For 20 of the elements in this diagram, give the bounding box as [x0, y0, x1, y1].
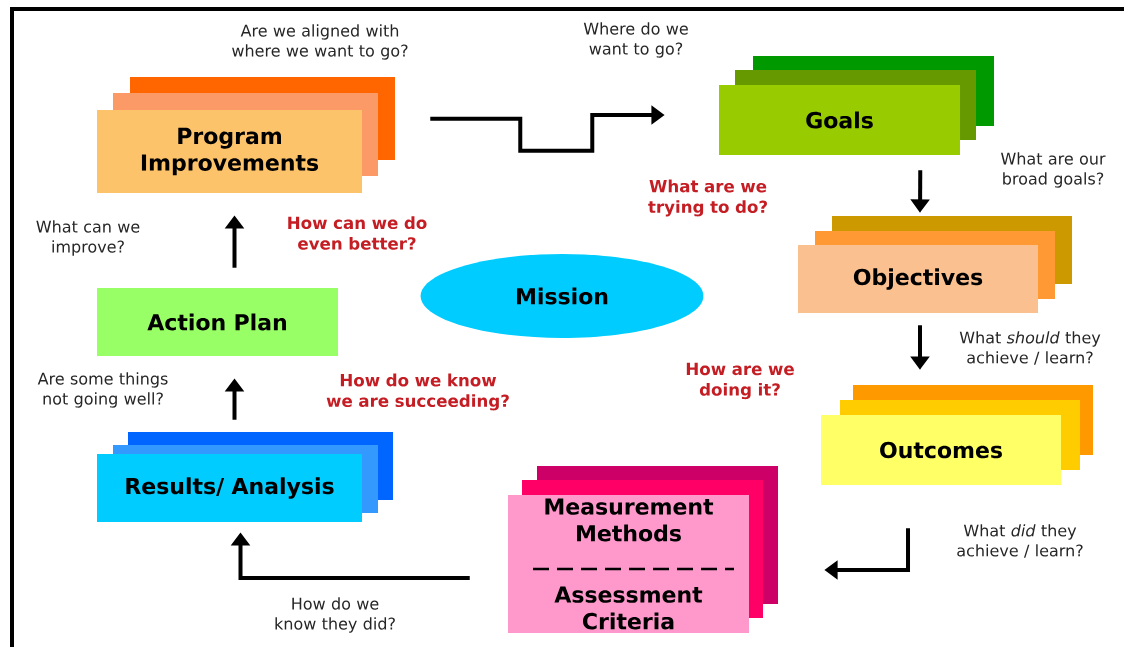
guiding-question: What are we trying to do?: [648, 179, 767, 217]
stacked-cards: Goals: [719, 56, 994, 155]
question-text: What should they achieve / learn?: [959, 331, 1101, 365]
question-text: Are we aligned with where we want to go?: [232, 24, 408, 60]
stacked-cards: Objectives: [798, 216, 1072, 313]
guiding-question: How can we do even better?: [288, 216, 427, 250]
question-text: What can we improve?: [36, 220, 140, 256]
question-text: What are our broad goals?: [1001, 152, 1106, 188]
question-text: What did they achieve / learn?: [957, 524, 1083, 558]
question-text: Are some things not going well?: [37, 372, 168, 408]
guiding-question: How are we doing it?: [686, 362, 794, 400]
stacked-cards: Results/ Analysis: [97, 432, 393, 522]
process-box: Action Plan: [97, 288, 338, 356]
question-text: How do we know they did?: [275, 597, 395, 633]
guiding-question: How do we know we are succeeding?: [326, 373, 509, 411]
stacked-cards: Program Improvements: [97, 77, 395, 193]
stacked-cards: Measurement Methods Assessment Criteria: [508, 466, 778, 633]
question-text: Where do we want to go?: [583, 22, 688, 58]
stacked-cards: Outcomes: [821, 385, 1093, 485]
node-label: Criteria: [582, 612, 674, 630]
